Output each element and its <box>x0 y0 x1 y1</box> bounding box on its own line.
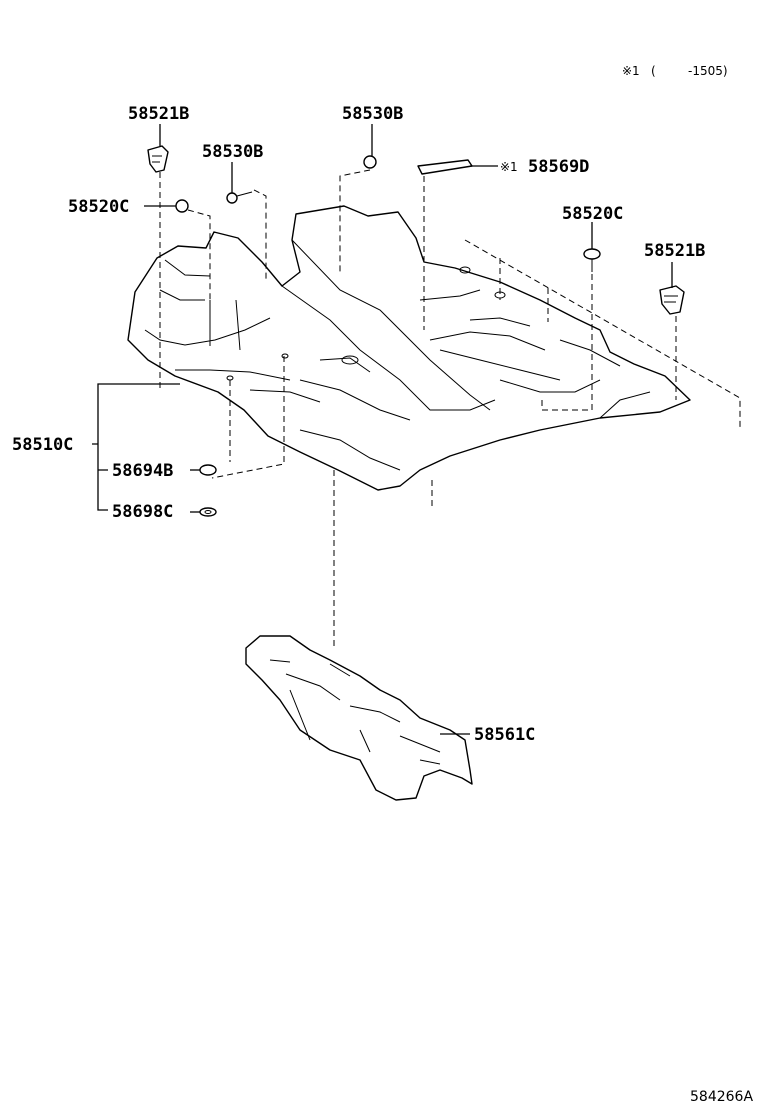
carpet-detail-right <box>419 289 651 419</box>
label-clip-left: 58521B <box>128 104 189 124</box>
label-clip-right: 58521B <box>644 241 705 261</box>
carpet-hole-2 <box>281 353 289 359</box>
floor-carpet-illustration <box>127 205 691 491</box>
screw-center-head <box>363 155 377 169</box>
grommet-illustration <box>199 464 217 476</box>
rear-carpet-illustration <box>245 635 473 801</box>
dash-screw-center <box>339 169 371 272</box>
dash-clip-front-left <box>187 209 211 320</box>
rear-carpet-outline <box>245 635 473 801</box>
clip-front-left-head <box>175 199 189 213</box>
carpet-hole-1 <box>341 355 359 365</box>
pad-top-shape <box>417 159 473 175</box>
dash-right-frame <box>464 239 741 430</box>
screw-center-illustration <box>363 155 377 169</box>
label-pad-top-mark: ※1 <box>500 160 518 174</box>
clip-right-shape <box>659 285 685 315</box>
label-clip-front-right: 58520C <box>562 204 623 224</box>
note-range: -1505) <box>688 64 728 78</box>
grommet-shape <box>199 464 217 476</box>
carpet-hole-4 <box>459 266 471 274</box>
label-clip-front-left: 58520C <box>68 197 129 217</box>
carpet-detail-center <box>249 357 411 471</box>
carpet-tunnel <box>281 239 496 411</box>
label-rear-carpet: 58561C <box>474 725 535 745</box>
label-screw-center: 58530B <box>342 104 403 124</box>
label-washer: 58698C <box>112 502 173 522</box>
note-mark: ※1 <box>622 64 640 78</box>
part-labels: 58521B 58530B 58530B 58520C ※1 58569D 58… <box>12 104 705 745</box>
illustration-code: 584266A <box>690 1089 753 1105</box>
label-carpet-main: 58510C <box>12 435 73 455</box>
clip-front-left-illustration <box>175 199 189 213</box>
dash-screw-left <box>253 189 267 280</box>
carpet-main-outline <box>127 205 691 491</box>
pad-top-illustration <box>417 159 473 175</box>
dash-clip-front-right <box>541 274 593 411</box>
washer-shape <box>199 507 217 517</box>
rear-carpet-detail <box>269 659 441 765</box>
clip-front-right-head <box>583 248 601 260</box>
clip-right-illustration <box>659 285 685 315</box>
clip-left-shape <box>147 145 169 173</box>
carpet-detail-left <box>144 259 291 381</box>
label-screw-left: 58530B <box>202 142 263 162</box>
dash-right-bolts <box>499 258 549 322</box>
label-pad-top: 58569D <box>528 157 589 177</box>
clip-front-right-illustration <box>583 248 601 272</box>
leader-lines <box>92 124 673 735</box>
clip-right-detail <box>664 295 678 303</box>
screw-left-illustration <box>226 191 253 204</box>
label-grommet: 58694B <box>112 461 173 481</box>
leader-carpet-main-bracket <box>92 383 180 511</box>
screw-left-head <box>226 192 238 204</box>
clip-left-detail <box>152 155 162 163</box>
header-note: ※1 ( -1505) <box>622 64 728 78</box>
washer-hole <box>204 510 212 514</box>
screw-left-shank <box>236 191 253 197</box>
clip-left-illustration <box>147 145 169 173</box>
washer-illustration <box>199 507 217 517</box>
assembly-lines <box>159 169 741 650</box>
note-paren: ( <box>651 64 656 78</box>
dash-grommet <box>211 356 285 479</box>
